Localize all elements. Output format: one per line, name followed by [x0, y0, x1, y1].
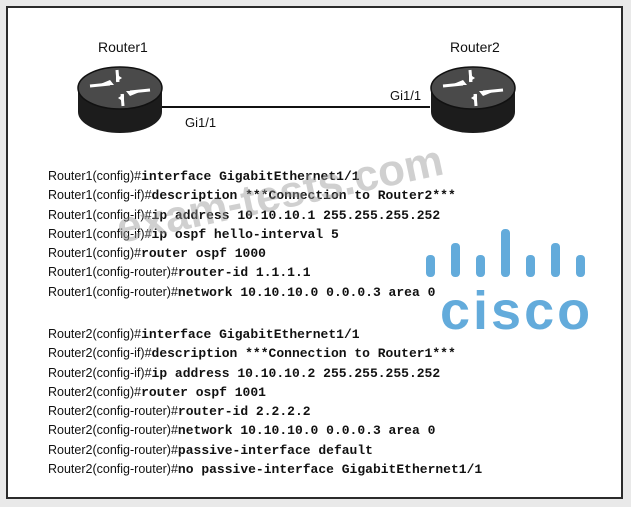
config-line: Router2(config-router)#network 10.10.10.…	[48, 420, 628, 439]
network-topology: Router1 Router2 Gi1/1 Gi1/1	[0, 0, 631, 150]
config-line: Router2(config-router)#passive-interface…	[48, 440, 628, 459]
config-line: Router1(config-router)#network 10.10.10.…	[48, 282, 628, 301]
cli-command: no passive-interface GigabitEthernet1/1	[177, 462, 483, 478]
cli-prompt: Router2(config)#	[48, 327, 142, 341]
cli-command: description ***Connection to Router2***	[151, 188, 456, 204]
cli-prompt: Router1(config-if)#	[48, 207, 152, 222]
cisco-logo: cisco	[418, 225, 613, 341]
config-line: Router1(config-router)#router-id 1.1.1.1	[48, 262, 628, 281]
cli-command: ip ospf hello-interval 5	[151, 226, 339, 242]
config-line: Router1(config)#interface GigabitEtherne…	[48, 166, 628, 185]
router2-interface-label: Gi1/1	[390, 88, 422, 103]
cli-command: network 10.10.10.0 0.0.0.3 area 0	[177, 284, 436, 300]
config-line: Router2(config)#interface GigabitEtherne…	[48, 324, 628, 343]
cli-command: ip address 10.10.10.2 255.255.255.252	[151, 365, 441, 381]
cli-prompt: Router2(config-router)#	[48, 442, 178, 457]
config-line: Router2(config)#router ospf 1001	[48, 382, 628, 401]
config-line: Router1(config-if)#ip ospf hello-interva…	[48, 224, 628, 243]
config-line: Router1(config-if)#ip address 10.10.10.1…	[48, 205, 628, 224]
cli-prompt: Router1(config-router)#	[48, 284, 178, 299]
router1-label: Router1	[98, 39, 148, 55]
config-line: Router2(config-if)#ip address 10.10.10.2…	[48, 363, 628, 382]
topology-graphic	[77, 66, 516, 133]
router2-icon	[430, 66, 516, 133]
cli-command: ip address 10.10.10.1 255.255.255.252	[151, 207, 441, 223]
config-line: Router1(config)#router ospf 1000	[48, 243, 628, 262]
cli-command: interface GigabitEthernet1/1	[141, 327, 360, 342]
cli-prompt: Router1(config)#	[48, 246, 142, 261]
cli-prompt: Router2(config-router)#	[48, 423, 178, 438]
config-line: Router2(config-router)#router-id 2.2.2.2	[48, 401, 628, 420]
cli-command: network 10.10.10.0 0.0.0.3 area 0	[177, 423, 436, 439]
router2-config: Router2(config)#interface GigabitEtherne…	[48, 324, 628, 478]
cli-prompt: Router1(config-router)#	[48, 265, 178, 280]
cli-command: router-id 2.2.2.2	[177, 404, 311, 420]
router1-interface-label: Gi1/1	[185, 115, 217, 130]
router1-config: Router1(config)#interface GigabitEtherne…	[48, 166, 628, 301]
cli-prompt: Router2(config-if)#	[48, 365, 152, 380]
cli-prompt: Router2(config)#	[48, 384, 142, 399]
cisco-logo-text: cisco	[440, 281, 594, 341]
cli-prompt: Router1(config-if)#	[48, 226, 152, 241]
cli-command: router-id 1.1.1.1	[177, 265, 311, 281]
cli-command: router ospf 1000	[141, 246, 266, 262]
cli-prompt: Router2(config-router)#	[48, 404, 178, 419]
router1-icon	[77, 66, 163, 133]
config-line: Router1(config-if)#description ***Connec…	[48, 185, 628, 204]
cli-prompt: Router2(config-if)#	[48, 346, 152, 361]
cli-command: description ***Connection to Router1***	[151, 346, 456, 362]
cisco-bars-icon	[426, 229, 585, 277]
cli-command: interface GigabitEthernet1/1	[141, 169, 360, 184]
cli-command: passive-interface default	[177, 442, 373, 458]
cli-command: router ospf 1001	[141, 384, 266, 400]
router2-label: Router2	[450, 39, 500, 55]
cli-prompt: Router1(config-if)#	[48, 188, 152, 203]
cli-prompt: Router1(config)#	[48, 169, 142, 183]
cli-prompt: Router2(config-router)#	[48, 462, 178, 477]
config-line: Router2(config-router)#no passive-interf…	[48, 459, 628, 478]
config-line: Router2(config-if)#description ***Connec…	[48, 343, 628, 362]
